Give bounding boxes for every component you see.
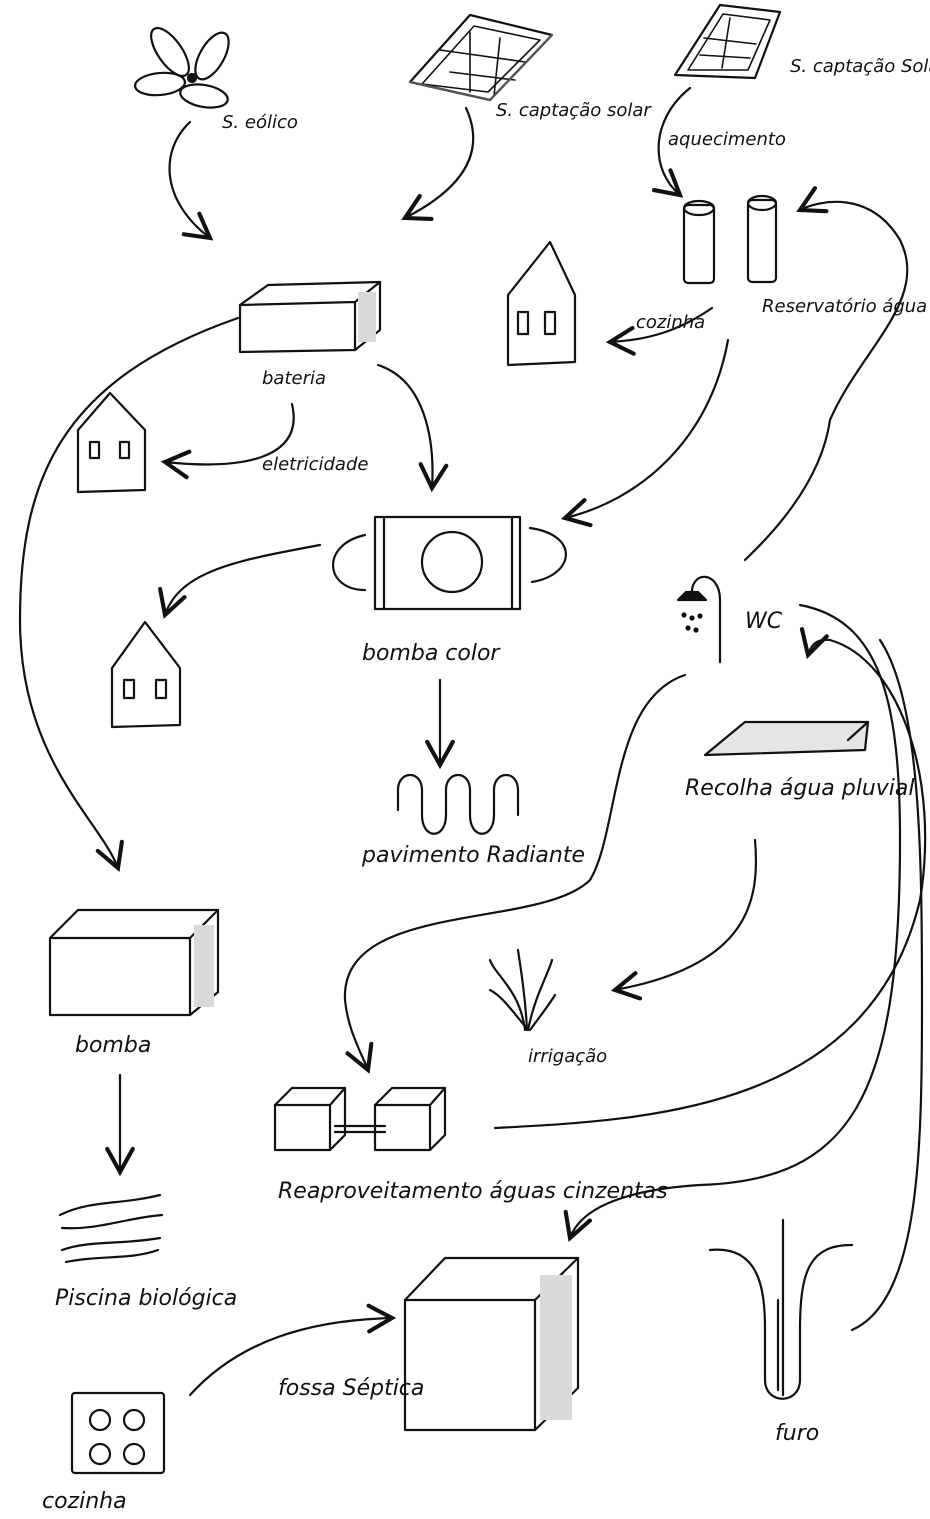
label-bomba: bomba [75,1033,151,1058]
label-wc: WC [745,609,783,634]
arrow-tanks-to-heatpump [560,338,730,528]
arrow-solar-to-tanks [651,86,692,198]
arrow-wind-to-battery [168,120,214,241]
arrow-heatpump-to-house [158,543,322,620]
label-bomba-calor: bomba color [362,641,501,666]
biological-pool-icon [58,1193,164,1264]
label-eolico: S. eólico [222,112,298,133]
label-reaproveitamento: Reaproveitamento águas cinzentas [278,1179,668,1204]
label-solar-1: S. captação solar [496,100,652,121]
rain-collector-icon [703,720,870,757]
water-tanks-icon [682,194,778,285]
label-fossa: fossa Séptica [278,1376,424,1401]
label-pavimento: pavimento Radiante [361,843,585,868]
arrow-battery-to-heatpump [376,363,449,493]
borehole-icon [708,1218,854,1400]
flow-arrows [18,86,927,1397]
label-cozinha-top: cozinha [636,312,705,333]
arrow-cooktop-to-septic [188,1303,397,1397]
arrow-battery-to-pump [18,316,240,872]
arrow-rain-to-irrigation [610,838,758,1001]
label-reservatorio: Reservatório água [762,296,927,317]
irrigation-plant-icon [488,948,557,1032]
radiant-floor-icon [396,773,520,835]
label-recolha: Recolha água pluvial [685,776,915,801]
house-icon-electricity [76,391,147,494]
label-furo: furo [775,1421,819,1446]
label-piscina: Piscina biológica [55,1286,237,1311]
solar-panel-icon-1 [408,13,554,102]
arrow-battery-to-house [160,402,295,480]
heat-pump-icon [332,515,567,611]
arrow-borehole-up [850,638,924,1332]
label-eletricidade: eletricidade [262,454,368,475]
arrow-wc-to-greywater [343,673,687,1074]
arrow-solar-to-battery [401,106,475,221]
arrow-loop-to-tanks [743,186,909,562]
grey-water-icon [273,1086,447,1152]
house-icon-heating [110,620,182,729]
cooktop-icon [70,1391,166,1475]
label-bateria: bateria [262,368,326,389]
label-irrigacao: irrigação [528,1046,607,1067]
shower-icon [676,575,722,664]
label-cozinha-bottom: cozinha [42,1489,127,1514]
label-aquecimento-top: aquecimento [668,129,786,150]
solar-panel-icon-2 [673,3,782,80]
house-icon-kitchen [506,240,577,367]
pump-icon [48,908,220,1017]
label-solar-2: S. captação Solar [790,56,930,77]
battery-icon [238,280,382,354]
arrow-tanks-to-kitchen [605,306,714,356]
arrow-wc-to-septic [563,603,902,1242]
septic-tank-icon [403,1256,580,1432]
wind-turbine-icon [133,26,230,109]
